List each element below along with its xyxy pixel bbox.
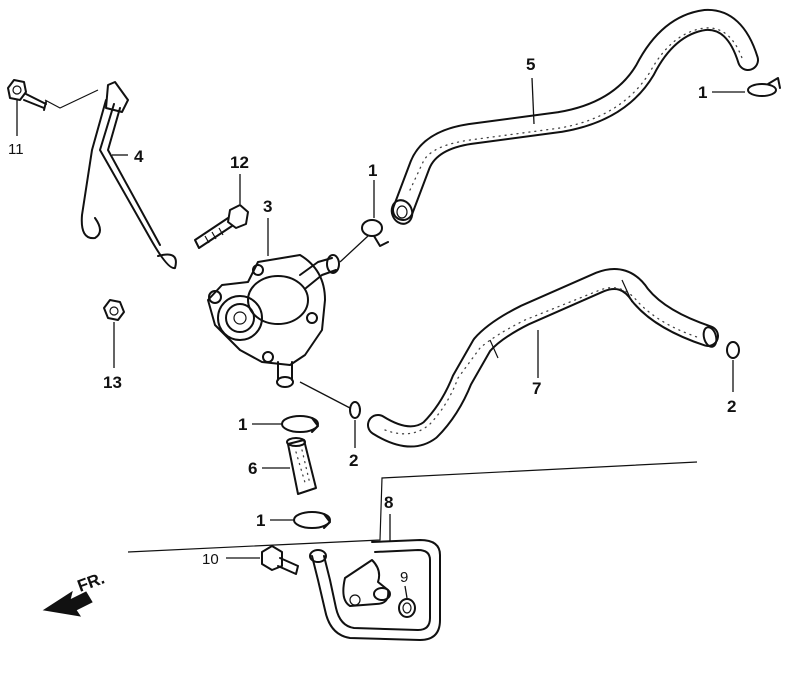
- callout-11: 11: [8, 141, 24, 158]
- clip-1-low: [293, 511, 331, 529]
- callout-1-mid: 1: [238, 415, 247, 434]
- callout-1-low: 1: [256, 511, 265, 530]
- callout-13: 13: [103, 373, 122, 392]
- callout-1-right: 1: [698, 83, 707, 102]
- bolt-10: [261, 545, 299, 575]
- leader-5: [531, 77, 535, 125]
- callout-12: 12: [230, 153, 249, 172]
- callout-10: 10: [202, 551, 219, 568]
- callout-2-mid: 2: [349, 451, 358, 470]
- leader-9: [404, 585, 408, 599]
- callout-2-right: 2: [727, 397, 736, 416]
- clip-1-top: [361, 219, 389, 247]
- divider-line: [127, 461, 698, 553]
- bolt-12: [194, 204, 249, 249]
- callout-3: 3: [263, 197, 272, 216]
- bracket-4: [44, 81, 177, 270]
- leader-2-mid-b: [299, 381, 351, 409]
- callout-8: 8: [384, 493, 393, 512]
- leader-1-top-b: [339, 235, 369, 263]
- clip-1-right: [747, 77, 781, 97]
- callout-9: 9: [400, 569, 408, 586]
- hose-7: [367, 268, 719, 448]
- washer-9: [398, 598, 416, 618]
- callout-6: 6: [248, 459, 257, 478]
- callout-5: 5: [526, 55, 535, 74]
- fuel-pump-3: [207, 254, 340, 388]
- nut-13: [103, 299, 125, 321]
- callout-4: 4: [134, 147, 144, 166]
- front-direction-label: FR.: [75, 569, 107, 596]
- pipe-8: [309, 539, 441, 641]
- callout-1-top: 1: [368, 161, 377, 180]
- clip-1-mid: [281, 415, 319, 433]
- front-direction-arrow: FR.: [42, 569, 107, 617]
- bolt-11: [7, 79, 47, 111]
- callout-7: 7: [532, 379, 541, 398]
- clip-2-right: [726, 341, 740, 359]
- clip-2-mid: [349, 401, 361, 419]
- hose-5: [390, 8, 759, 225]
- hose-6: [286, 437, 317, 495]
